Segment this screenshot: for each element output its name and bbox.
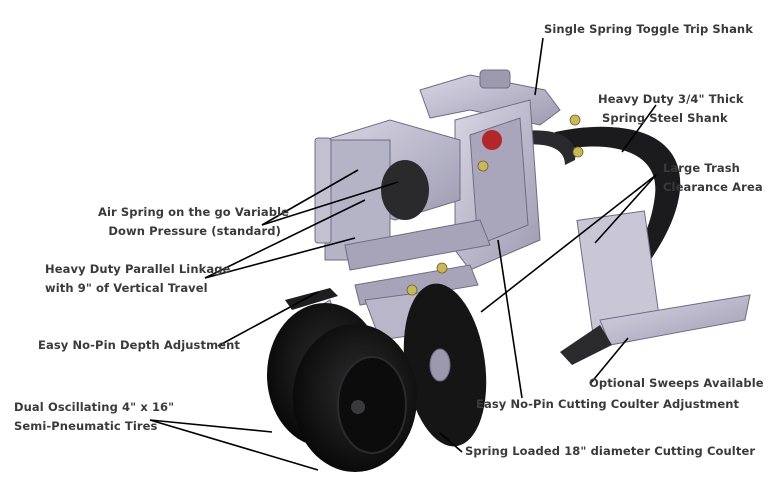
label-line: Heavy Duty 3/4" Thick [598, 92, 744, 106]
label-single-spring-toggle-trip: Single Spring Toggle Trip Shank [544, 20, 753, 39]
dual-tires [267, 303, 417, 472]
label-line: Optional Sweeps Available [589, 376, 764, 390]
label-line: Heavy Duty Parallel Linkage [45, 262, 231, 276]
label-depth-adjustment: Easy No-Pin Depth Adjustment [38, 336, 240, 355]
label-optional-sweeps: Optional Sweeps Available [589, 374, 764, 393]
label-cutting-coulter: Spring Loaded 18" diameter Cutting Coult… [465, 442, 755, 461]
label-line: Down Pressure (standard) [108, 224, 281, 238]
label-line: Semi-Pneumatic Tires [14, 419, 158, 433]
label-trash-clearance: Large Trash Clearance Area [663, 159, 763, 197]
label-line: Easy No-Pin Cutting Coulter Adjustment [476, 397, 740, 411]
label-line: Air Spring on the go Variable [98, 205, 290, 219]
label-heavy-duty-shank: Heavy Duty 3/4" Thick Spring Steel Shank [598, 90, 744, 128]
label-dual-tires: Dual Oscillating 4" x 16" Semi-Pneumatic… [14, 398, 174, 436]
label-coulter-adjustment: Easy No-Pin Cutting Coulter Adjustment [476, 395, 739, 414]
label-line: Easy No-Pin Depth Adjustment [38, 338, 240, 352]
label-air-spring: Air Spring on the go Variable Down Press… [98, 203, 290, 241]
label-parallel-linkage: Heavy Duty Parallel Linkage with 9" of V… [45, 260, 230, 298]
shank-mount-bracket [560, 210, 751, 365]
label-line: Dual Oscillating 4" x 16" [14, 400, 175, 414]
label-line: with 9" of Vertical Travel [45, 281, 208, 295]
label-line: Single Spring Toggle Trip Shank [544, 22, 753, 36]
label-line: Spring Loaded 18" diameter Cutting Coult… [465, 444, 756, 458]
cutting-coulter [403, 283, 487, 447]
leader-lines [149, 37, 657, 471]
label-line: Spring Steel Shank [602, 111, 728, 125]
label-line: Large Trash [663, 161, 740, 175]
label-line: Clearance Area [663, 180, 763, 194]
